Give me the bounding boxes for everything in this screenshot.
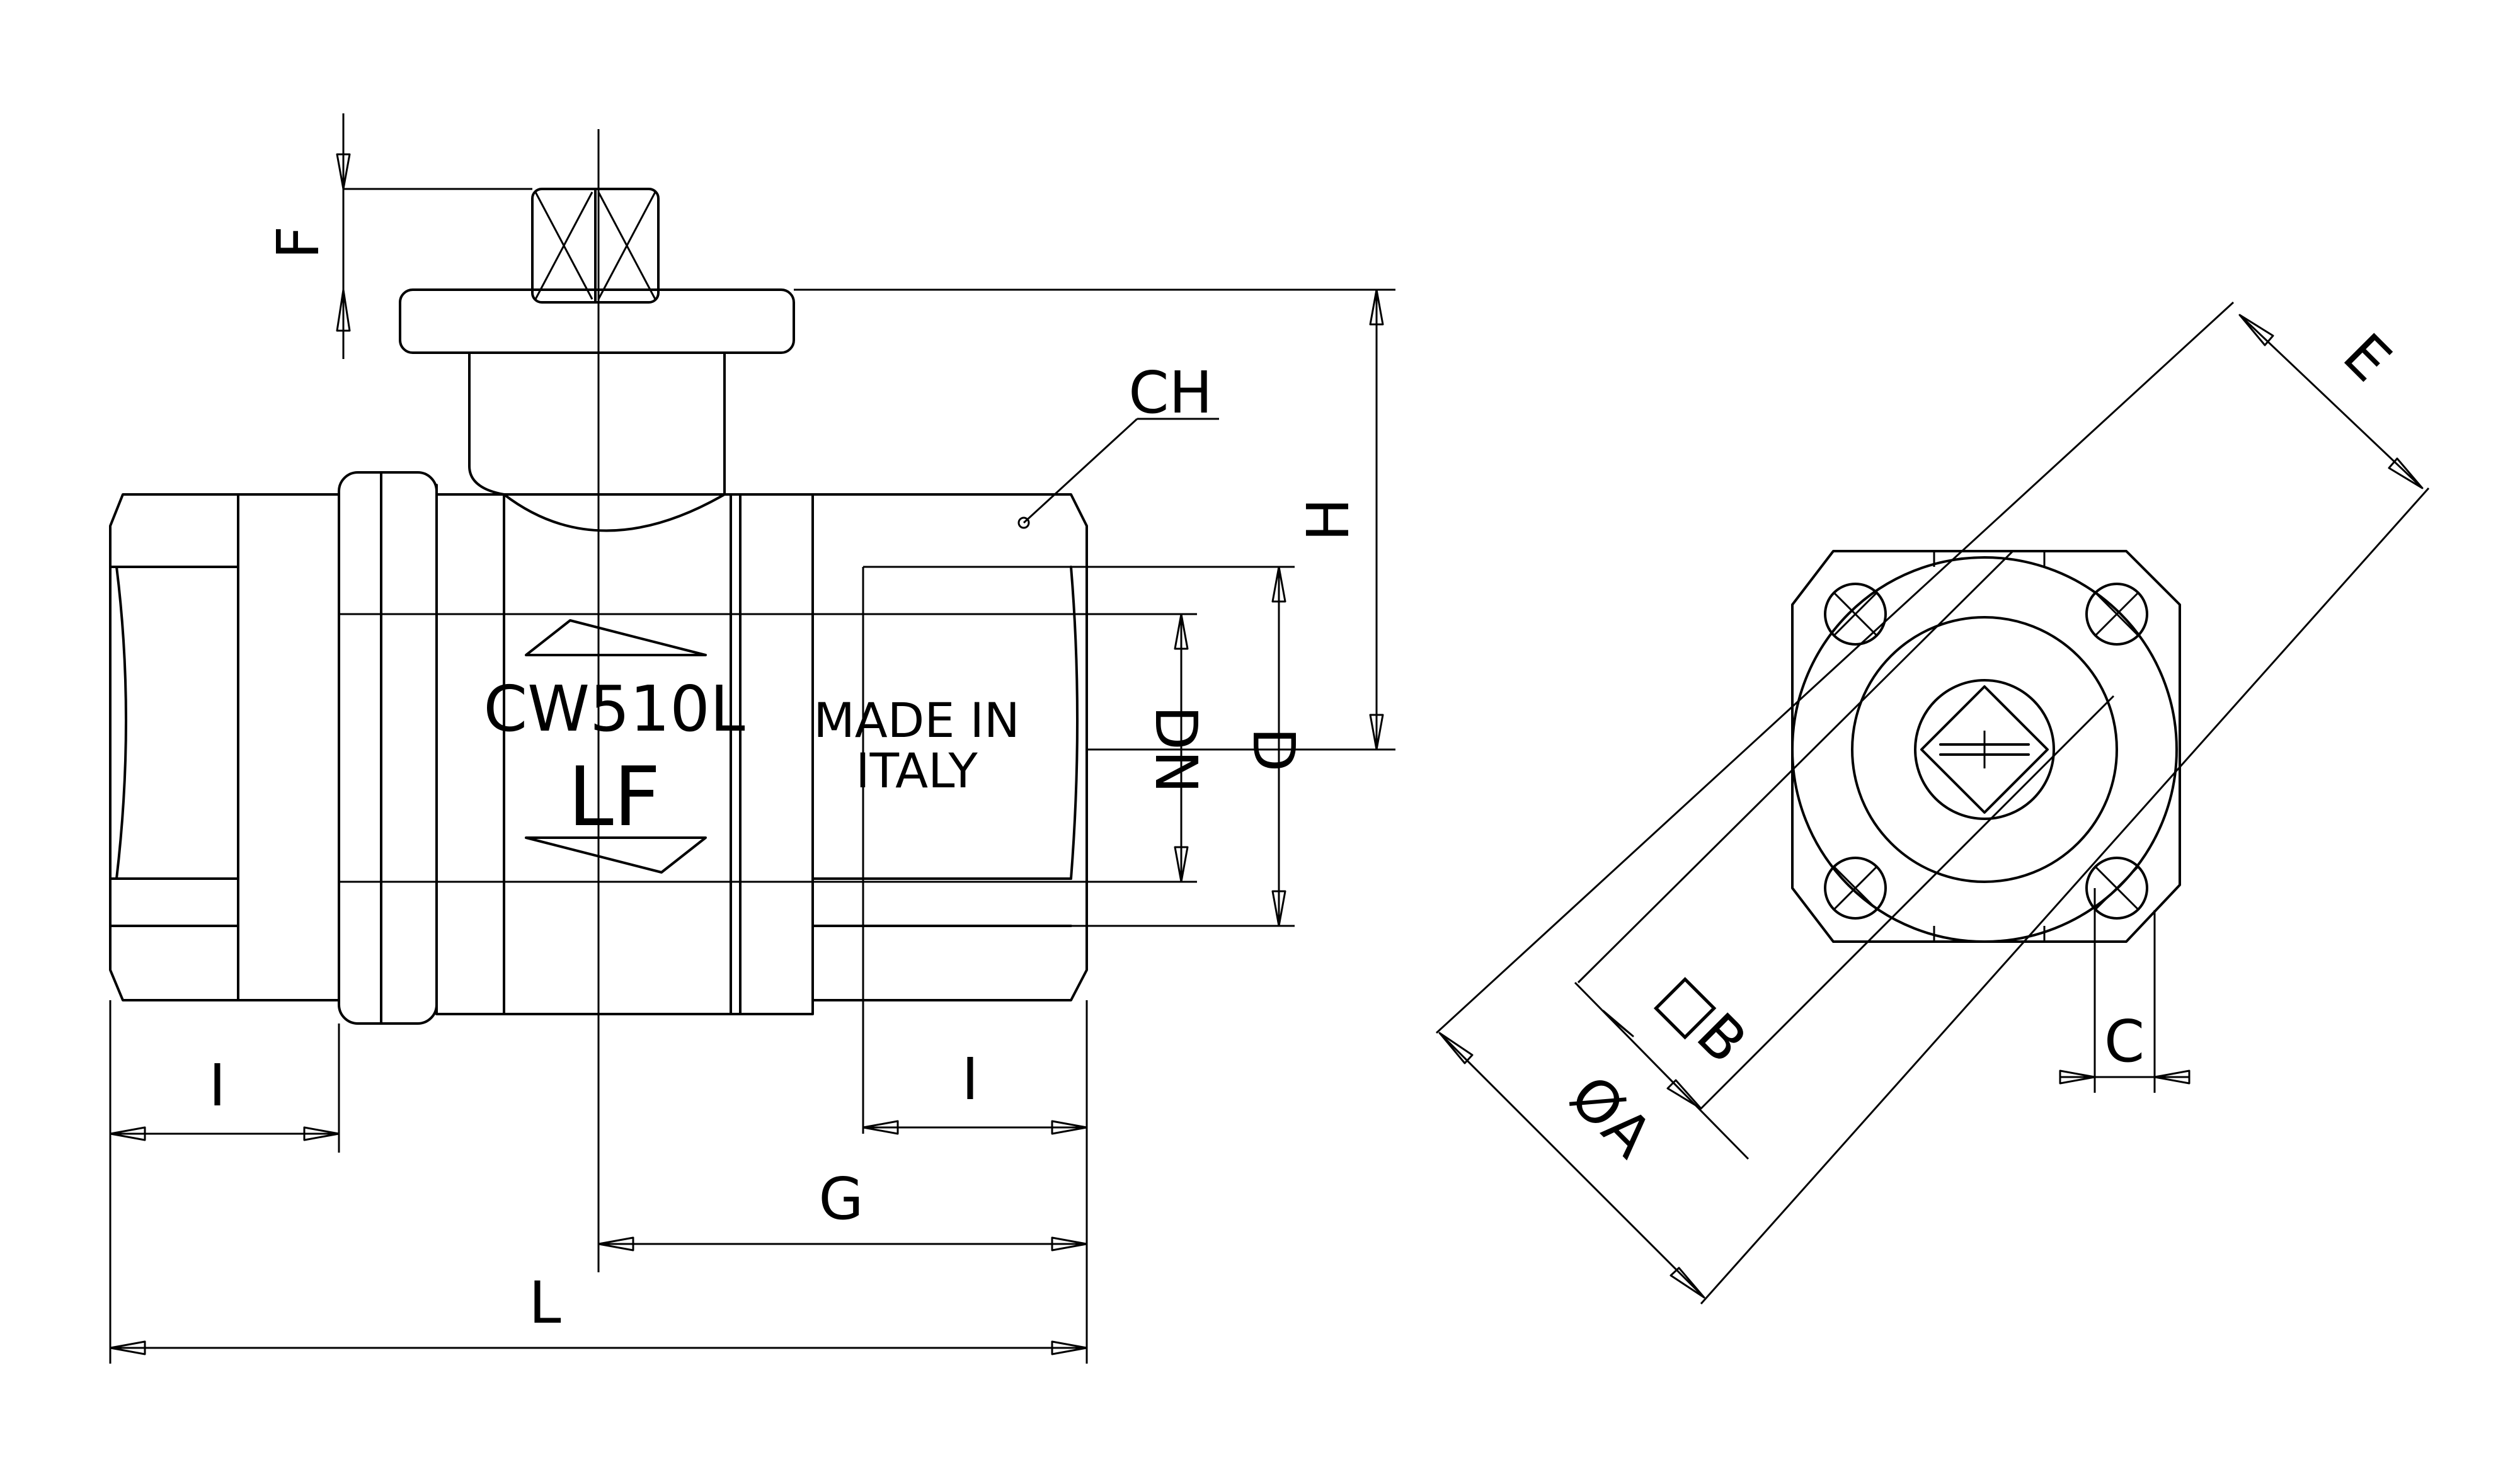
- valve-top-view: [1791, 550, 2181, 943]
- dimension-b-label: □B: [1645, 962, 1760, 1076]
- flange-outer-circle: [1791, 556, 2178, 943]
- side-view-dimensions: F H DN D I I: [109, 113, 1395, 1364]
- dimension-f-label: F: [265, 226, 332, 259]
- union-ring: [338, 471, 438, 1025]
- dimension-ch-label: CH: [1128, 359, 1212, 426]
- flange-plate: [1791, 550, 2181, 943]
- grade-marking: LF: [568, 749, 660, 845]
- origin-marking-line1: MADE IN: [813, 692, 1020, 748]
- stem-neck: [468, 351, 726, 532]
- dimension-g-label: G: [818, 1165, 863, 1233]
- origin-marking-line2: ITALY: [856, 743, 978, 799]
- top-view-dimensions: E ØA □B C: [1435, 301, 2430, 1304]
- stem-square-top: [1920, 685, 2049, 814]
- mounting-flange: [399, 288, 795, 354]
- dimension-i-left-label: I: [209, 1052, 226, 1119]
- stem-collar: [1914, 679, 2055, 820]
- dimension-dn-label: DN: [1142, 705, 1210, 794]
- dimension-c-label: C: [2104, 1008, 2145, 1075]
- bolt-hole-bottom-right: [2085, 857, 2148, 920]
- dimension-d-label: D: [1240, 727, 1307, 772]
- dimension-h-label: H: [1295, 498, 1362, 541]
- bolt-hole-top-left: [1824, 583, 1887, 646]
- material-marking: CW510L: [483, 672, 745, 746]
- central-body: [435, 493, 505, 1015]
- bolt-hole-bottom-left: [1824, 857, 1887, 920]
- bolt-hole-top-right: [2085, 583, 2148, 646]
- right-hex-end: [811, 493, 1088, 1001]
- dimension-l-label: L: [529, 1269, 561, 1337]
- dimension-e-label: E: [2330, 321, 2404, 394]
- left-hex-end: [109, 493, 239, 1001]
- dimension-a-label: ØA: [1557, 1063, 1665, 1170]
- flow-arrow-top: [525, 619, 707, 656]
- flange-inner-circle: [1851, 616, 2118, 883]
- dimension-i-right-label: I: [961, 1046, 978, 1113]
- left-body-section: [237, 493, 340, 1001]
- stem-square-head: [531, 188, 660, 304]
- valve-side-view: CW510L LF MADE IN ITALY CH: [109, 129, 1219, 1272]
- flow-arrow-bottom: [525, 836, 707, 874]
